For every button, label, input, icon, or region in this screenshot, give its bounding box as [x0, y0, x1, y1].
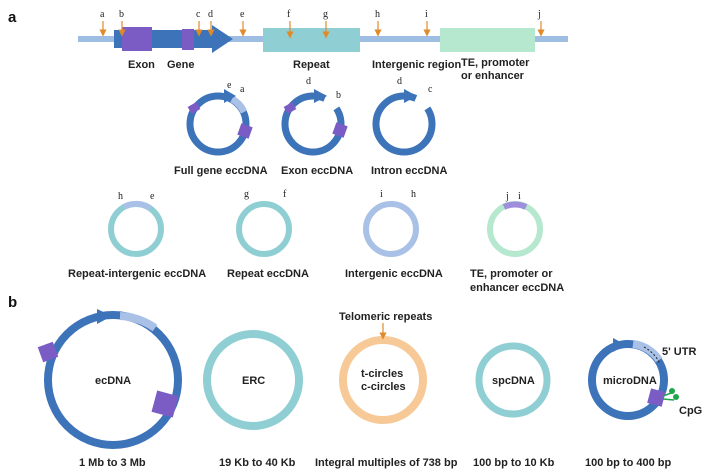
site-label-h2: h: [411, 189, 416, 200]
cpg-icon: [662, 388, 679, 401]
t-circles-circle: Telomeric repeats t-circles c-circles: [339, 311, 432, 424]
intergenic-title: Intergenic eccDNA: [345, 268, 443, 280]
site-c: c: [196, 9, 201, 20]
gene-label: Gene: [167, 59, 195, 71]
site-label-j: j: [505, 191, 509, 202]
intergenic-eccdna: i h: [363, 189, 419, 257]
site-label-e2: e: [150, 191, 155, 202]
te-label-line1: TE, promoter: [461, 57, 530, 69]
site-label-c: c: [428, 84, 433, 95]
repeat-intergenic-title: Repeat-intergenic eccDNA: [68, 268, 206, 280]
exon-title: Exon eccDNA: [281, 165, 353, 177]
genome-track: [78, 25, 568, 53]
cpg-label: CpG: [679, 405, 702, 417]
repeat-block: [263, 28, 360, 52]
erc-circle: ERC: [203, 330, 303, 430]
site-i: i: [425, 9, 428, 20]
erc-name: ERC: [242, 375, 265, 387]
site-d: d: [208, 9, 213, 20]
ecdna-name: ecDNA: [95, 375, 131, 387]
repeat-label: Repeat: [293, 59, 330, 71]
site-label-i2: i: [518, 191, 521, 202]
te-title-line2: enhancer eccDNA: [470, 282, 564, 294]
site-markers: a b c d e f g h i j: [99, 9, 545, 39]
site-label-h: h: [118, 191, 123, 202]
ecdna-size: 1 Mb to 3 Mb: [79, 457, 146, 469]
site-label-g: g: [244, 189, 249, 200]
repeat-intergenic-eccdna: h e: [108, 191, 164, 257]
spcdna-circle: spcDNA: [475, 342, 551, 418]
spcdna-name: spcDNA: [492, 375, 535, 387]
site-label-a: a: [240, 84, 245, 95]
site-label-d: d: [306, 76, 311, 87]
erc-size: 19 Kb to 40 Kb: [219, 457, 296, 469]
exon-eccdna: d b: [281, 76, 348, 156]
te-eccdna: j i: [487, 191, 543, 257]
intron-eccdna: d c: [372, 76, 436, 156]
site-label-f: f: [283, 189, 287, 200]
panel-a-label: a: [8, 9, 17, 26]
site-a: a: [100, 9, 105, 20]
te-block: [440, 28, 535, 52]
t-circles-name: t-circles: [361, 368, 403, 380]
exon-label: Exon: [128, 59, 155, 71]
site-g: g: [323, 9, 328, 20]
t-circles-size: Integral multiples of 738 bp: [315, 457, 458, 469]
site-e: e: [240, 9, 245, 20]
te-label-line2: or enhancer: [461, 70, 525, 82]
exon-block-1: [122, 27, 152, 51]
exon-block-2: [182, 29, 194, 50]
repeat-title: Repeat eccDNA: [227, 268, 309, 280]
microdna-circle: microDNA 5' UTR CpG: [588, 338, 702, 420]
c-circles-name: c-circles: [361, 381, 406, 393]
intron-title: Intron eccDNA: [371, 165, 447, 177]
site-j: j: [537, 9, 541, 20]
site-b: b: [119, 9, 124, 20]
intergenic-label: Intergenic region: [372, 59, 462, 71]
site-label-e: e: [227, 80, 232, 91]
full-gene-eccdna: e a: [186, 80, 253, 156]
site-label-i: i: [380, 189, 383, 200]
site-f: f: [287, 9, 291, 20]
panel-b-label: b: [8, 294, 17, 311]
site-h: h: [375, 9, 380, 20]
telomeric-label: Telomeric repeats: [339, 311, 432, 323]
microdna-name: microDNA: [603, 375, 657, 387]
utr-label: 5' UTR: [662, 346, 696, 358]
full-gene-title: Full gene eccDNA: [174, 165, 268, 177]
site-label-b: b: [336, 90, 341, 101]
ecdna-circle: ecDNA: [37, 309, 182, 449]
spcdna-size: 100 bp to 10 Kb: [473, 457, 555, 469]
site-label-d2: d: [397, 76, 402, 87]
te-title-line1: TE, promoter or: [470, 268, 553, 280]
microdna-size: 100 bp to 400 bp: [585, 457, 671, 469]
repeat-eccdna: g f: [236, 189, 292, 257]
